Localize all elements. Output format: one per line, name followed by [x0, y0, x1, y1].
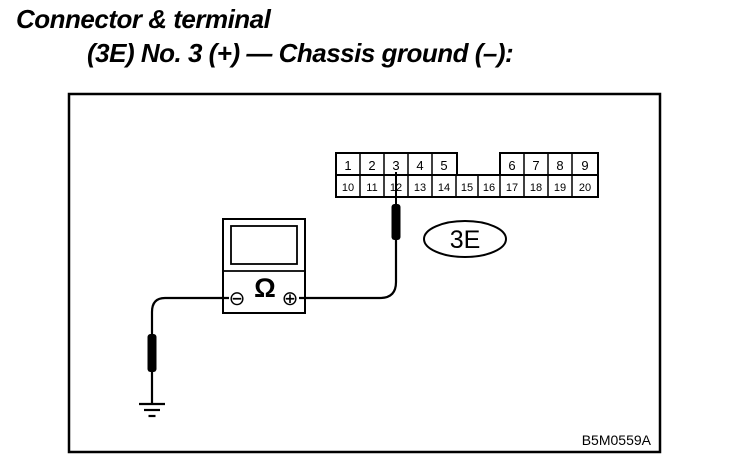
pin-15: 15 — [461, 182, 473, 194]
ohmmeter-display — [230, 225, 298, 265]
pin-10: 10 — [342, 182, 354, 194]
heading-line-2: (3E) No. 3 (+) — Chassis ground (–): — [87, 38, 514, 68]
ohmmeter-body — [222, 218, 306, 314]
negative-probe-grip — [147, 334, 157, 372]
pin-8: 8 — [556, 158, 563, 173]
pin-11: 11 — [366, 182, 377, 194]
connector-bottom-row: 10 11 12 13 14 15 16 17 18 19 20 — [335, 174, 599, 198]
pin-6: 6 — [508, 158, 515, 173]
pin-18: 18 — [530, 182, 542, 194]
figure-code: B5M0559A — [582, 432, 652, 448]
positive-probe-grip — [391, 204, 401, 240]
pin-19: 19 — [554, 182, 566, 194]
pin-17: 17 — [506, 182, 518, 194]
positive-probe — [391, 172, 401, 240]
chassis-ground-icon — [139, 402, 165, 418]
ohm-symbol: Ω — [254, 273, 276, 303]
pin-16: 16 — [483, 182, 495, 194]
connector-label-oval — [423, 220, 507, 258]
pin-13: 13 — [414, 182, 426, 194]
pin-14: 14 — [438, 182, 450, 194]
connector-label: 3E — [423, 220, 507, 258]
negative-lead-wire — [150, 296, 229, 404]
pin-2: 2 — [368, 158, 375, 173]
heading-line-1: Connector & terminal — [16, 4, 271, 34]
pin-1: 1 — [344, 158, 351, 173]
pin-3: 3 — [392, 158, 399, 173]
pin-5: 5 — [440, 158, 447, 173]
pin-20: 20 — [579, 182, 591, 194]
pin-9: 9 — [581, 158, 588, 173]
connector-bottom-block — [335, 174, 599, 198]
diagram-frame — [67, 92, 662, 454]
negative-terminal-icon: ⊖ — [229, 288, 246, 310]
positive-lead-wire — [299, 240, 398, 300]
positive-terminal-icon: ⊕ — [282, 288, 299, 310]
ohmmeter: Ω ⊖ ⊕ — [222, 218, 306, 314]
connector-label-text: 3E — [450, 226, 481, 254]
pin-7: 7 — [532, 158, 539, 173]
pin-4: 4 — [416, 158, 423, 173]
connector-top-row: 1 2 3 4 5 6 7 8 9 — [335, 152, 599, 176]
